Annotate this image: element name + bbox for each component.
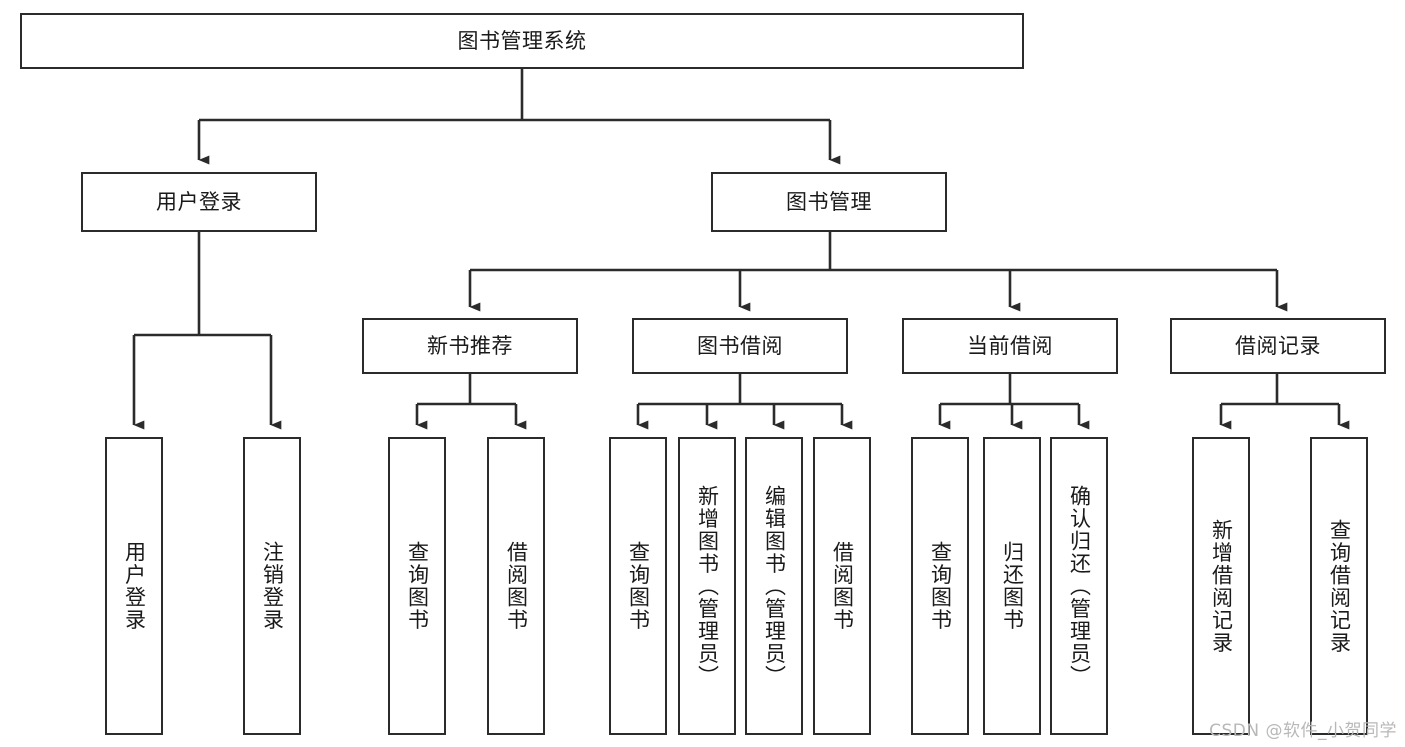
node-leaf-edit-book-admin-label: 编辑图书（管理员）: [762, 484, 787, 688]
node-leaf-add-book-admin-label: 新增图书（管理员）: [695, 484, 720, 688]
node-leaf-query-book[interactable]: 查询图书: [609, 437, 667, 735]
node-leaf-logout[interactable]: 注销登录: [243, 437, 301, 735]
node-leaf-query-book-recommend[interactable]: 查询图书: [388, 437, 446, 735]
node-leaf-logout-label: 注销登录: [260, 541, 285, 631]
node-leaf-add-book-admin[interactable]: 新增图书（管理员）: [678, 437, 736, 735]
node-root-label: 图书管理系统: [457, 28, 587, 53]
node-book-borrow[interactable]: 图书借阅: [632, 318, 848, 374]
node-leaf-add-borrow-record-label: 新增借阅记录: [1209, 518, 1234, 654]
node-new-book-recommend-label: 新书推荐: [427, 333, 513, 358]
node-leaf-borrow-book-recommend-label: 借阅图书: [504, 541, 529, 631]
node-borrow-record-label: 借阅记录: [1235, 333, 1321, 358]
node-leaf-add-borrow-record[interactable]: 新增借阅记录: [1192, 437, 1250, 735]
watermark-text: CSDN @软件_小贺同学: [1209, 721, 1397, 741]
node-new-book-recommend[interactable]: 新书推荐: [362, 318, 578, 374]
node-leaf-query-book-current[interactable]: 查询图书: [911, 437, 969, 735]
node-leaf-confirm-return-admin[interactable]: 确认归还（管理员）: [1050, 437, 1108, 735]
node-leaf-edit-book-admin[interactable]: 编辑图书（管理员）: [745, 437, 803, 735]
node-leaf-borrow-book-recommend[interactable]: 借阅图书: [487, 437, 545, 735]
node-leaf-borrow-book-label: 借阅图书: [830, 541, 855, 631]
node-leaf-query-borrow-record[interactable]: 查询借阅记录: [1310, 437, 1368, 735]
node-leaf-borrow-book[interactable]: 借阅图书: [813, 437, 871, 735]
node-book-borrow-label: 图书借阅: [697, 333, 783, 358]
node-leaf-user-login-label: 用户登录: [122, 541, 147, 631]
node-leaf-query-book-label: 查询图书: [626, 541, 651, 631]
node-root[interactable]: 图书管理系统: [20, 13, 1024, 69]
node-book-management[interactable]: 图书管理: [711, 172, 947, 232]
node-borrow-record[interactable]: 借阅记录: [1170, 318, 1386, 374]
node-leaf-confirm-return-admin-label: 确认归还（管理员）: [1067, 484, 1092, 688]
node-leaf-query-book-recommend-label: 查询图书: [405, 541, 430, 631]
node-leaf-return-book[interactable]: 归还图书: [983, 437, 1041, 735]
node-user-login-label: 用户登录: [156, 189, 242, 214]
node-current-borrow-label: 当前借阅: [967, 333, 1053, 358]
node-leaf-user-login[interactable]: 用户登录: [105, 437, 163, 735]
node-leaf-query-borrow-record-label: 查询借阅记录: [1327, 518, 1352, 654]
node-user-login[interactable]: 用户登录: [81, 172, 317, 232]
node-leaf-return-book-label: 归还图书: [1000, 541, 1025, 631]
node-book-management-label: 图书管理: [786, 189, 872, 214]
node-current-borrow[interactable]: 当前借阅: [902, 318, 1118, 374]
node-leaf-query-book-current-label: 查询图书: [928, 541, 953, 631]
